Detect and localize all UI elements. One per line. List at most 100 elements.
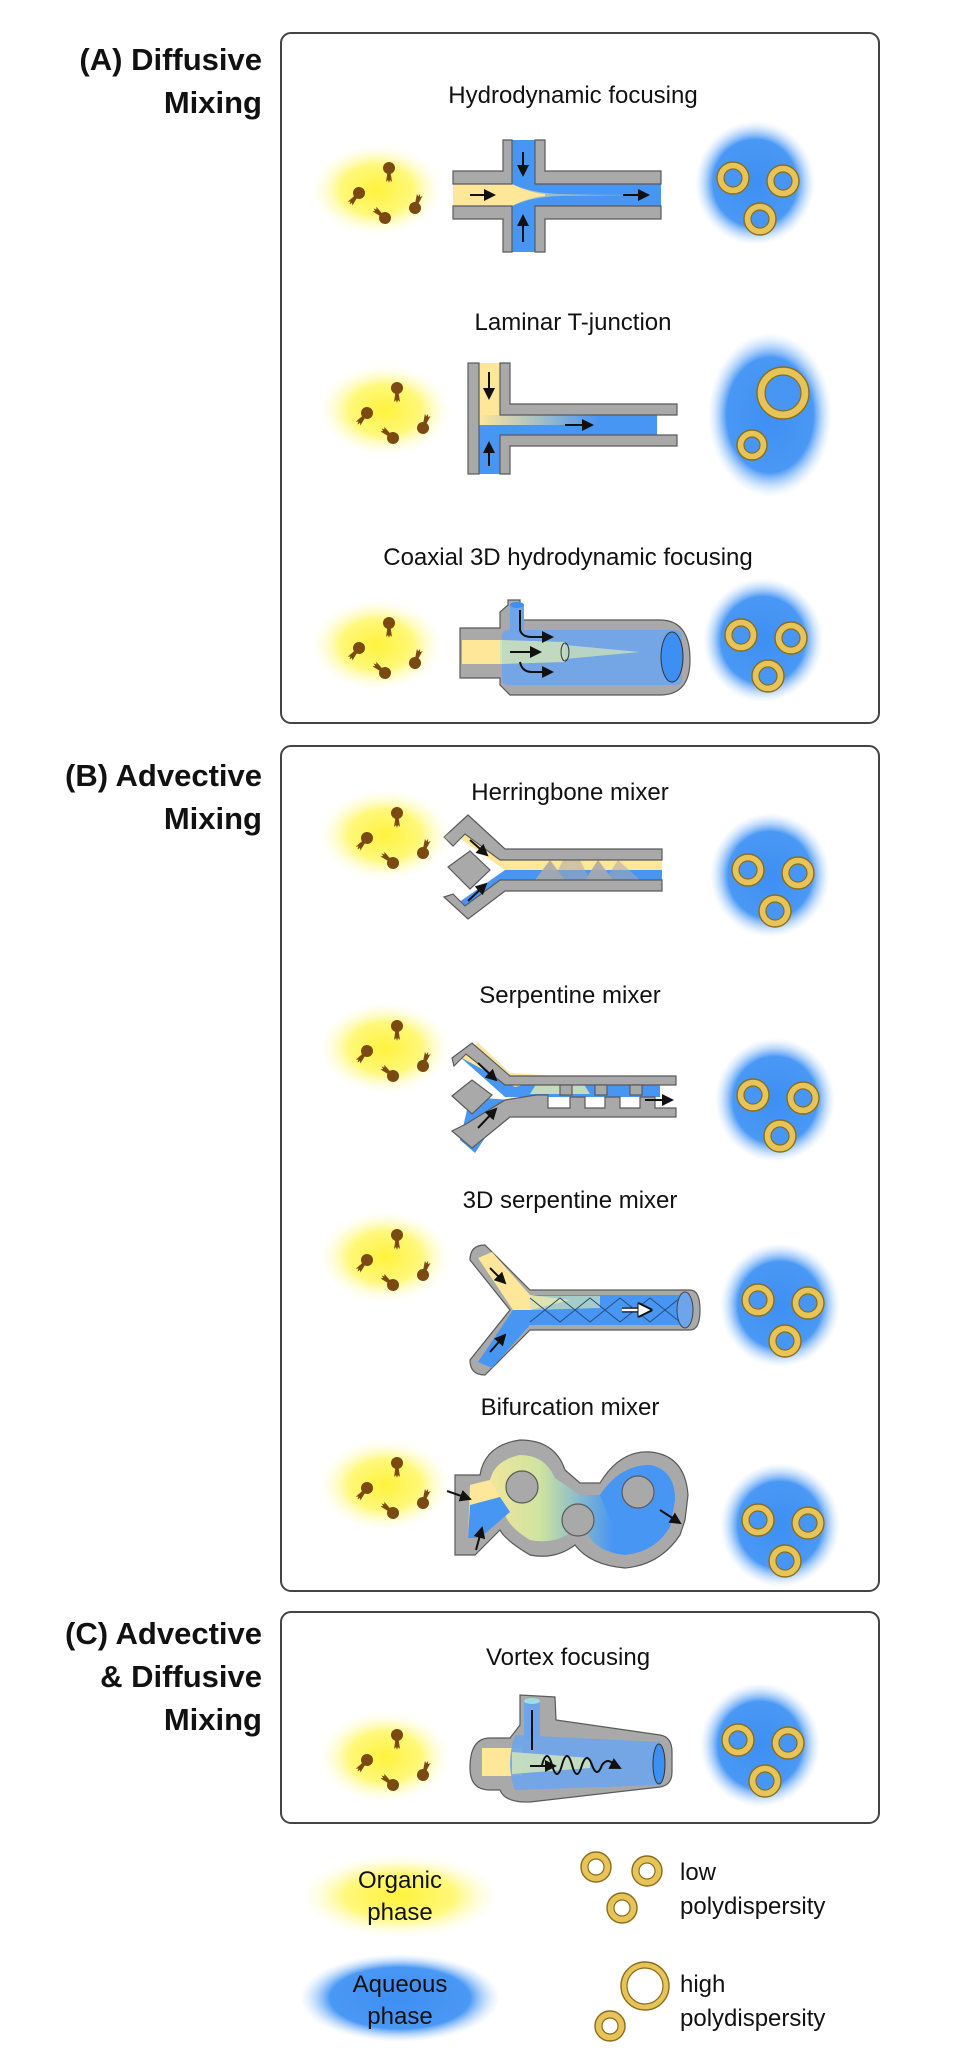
- lipid-icon: [391, 807, 403, 828]
- section-c-label-line3: Mixing: [164, 1702, 262, 1737]
- method-title-vortex-focusing: Vortex focusing: [486, 1644, 650, 1671]
- aqueous-phase-blob: [700, 1683, 820, 1807]
- vesicle-icon: [736, 1078, 770, 1112]
- vesicle-icon: [791, 1506, 825, 1540]
- vesicle-icon: [786, 1081, 820, 1115]
- lipid-icon: [347, 642, 365, 661]
- method-title-serpentine: Serpentine mixer: [479, 982, 660, 1009]
- legend-organic-swatch: [300, 1854, 500, 1938]
- method-illustration: [319, 1211, 840, 1367]
- aqueous-phase-blob: [710, 813, 830, 937]
- vesicle-icon: [756, 366, 810, 420]
- vesicle-icon: [606, 1892, 638, 1924]
- method-illustration: [319, 333, 832, 497]
- method-illustration: [319, 1683, 820, 1807]
- vesicle-icon: [774, 621, 808, 655]
- method-title-laminar-t-junction: Laminar T-junction: [475, 309, 672, 336]
- vesicle-icon: [741, 1283, 775, 1317]
- vesicle-icon: [741, 1503, 775, 1537]
- vesicle-icon: [620, 1961, 670, 2011]
- method-illustration: [319, 1439, 840, 1587]
- legend-low-line2: polydispersity: [680, 1893, 825, 1920]
- vesicle-icon: [743, 202, 777, 236]
- aqueous-phase-blob: [720, 1243, 840, 1367]
- vesicle-icon: [766, 164, 800, 198]
- legend-high-line2: polydispersity: [680, 2005, 825, 2032]
- vesicle-icon: [748, 1764, 782, 1798]
- vesicle-icon: [724, 618, 758, 652]
- lipid-icon: [391, 1020, 403, 1041]
- method-illustration: [311, 121, 815, 245]
- lipid-icon: [380, 1064, 399, 1082]
- lipid-icon: [391, 1729, 403, 1750]
- lipid-icon: [417, 1051, 431, 1072]
- lipid-icon: [417, 838, 431, 859]
- aqueous-phase-blob: [703, 578, 823, 702]
- chip-herringbone: [442, 814, 663, 920]
- method-illustration: [319, 1002, 835, 1162]
- lipid-icon: [355, 1254, 373, 1273]
- chip-hydrodynamic-focusing: [452, 139, 662, 253]
- lipid-icon: [380, 1773, 399, 1791]
- lipid-icon: [355, 1482, 373, 1501]
- organic-phase-blob: [319, 1211, 451, 1303]
- lipid-icon: [417, 1260, 431, 1281]
- lipid-icon: [383, 617, 395, 638]
- vesicle-icon: [758, 894, 792, 928]
- section-a-label-line2: Mixing: [164, 85, 262, 120]
- lipid-icon: [347, 187, 365, 206]
- lipid-icon: [417, 1488, 431, 1509]
- lipid-icon: [409, 193, 423, 214]
- chip-bifurcation: [446, 1439, 689, 1569]
- lipid-icon: [355, 1045, 373, 1064]
- legend-aqueous-swatch: [300, 1954, 500, 2042]
- lipid-icon: [391, 382, 403, 403]
- vesicle-icon: [721, 1723, 755, 1757]
- chip-serpentine: [450, 1042, 677, 1153]
- vesicle-icon: [731, 853, 765, 887]
- lipid-icon: [380, 426, 399, 444]
- lipid-icon: [372, 661, 391, 679]
- chip-coaxial-3d: [459, 599, 691, 696]
- vesicle-icon: [594, 2010, 626, 2042]
- organic-phase-blob: [319, 1711, 451, 1803]
- method-title-herringbone: Herringbone mixer: [471, 779, 668, 806]
- lipid-icon: [355, 832, 373, 851]
- lipid-icon: [391, 1457, 403, 1478]
- vesicle-icon: [763, 1119, 797, 1153]
- lipid-icon: [355, 407, 373, 426]
- aqueous-phase-blob: [720, 1463, 840, 1587]
- method-title-bifurcation: Bifurcation mixer: [481, 1394, 660, 1421]
- organic-phase-blob: [311, 144, 443, 236]
- section-c-label-line2: & Diffusive: [100, 1659, 262, 1694]
- lipid-icon: [380, 1501, 399, 1519]
- legend-organic-line2: phase: [367, 1899, 432, 1926]
- lipid-icon: [417, 1760, 431, 1781]
- legend-high-line1: high: [680, 1971, 725, 1998]
- legend: Organic phase Aqueous phase low polydisp…: [300, 1851, 825, 2042]
- legend-high-polydispersity-icon: [594, 1961, 670, 2042]
- vesicle-icon: [768, 1544, 802, 1578]
- vesicle-icon: [631, 1855, 663, 1887]
- legend-low-polydispersity-icon: [580, 1851, 663, 1924]
- organic-phase-blob: [319, 1002, 451, 1094]
- legend-low-line1: low: [680, 1859, 717, 1886]
- lipid-icon: [380, 1273, 399, 1291]
- vesicle-icon: [791, 1286, 825, 1320]
- section-c-label-line1: (C) Advective: [65, 1616, 262, 1651]
- chip-3d-serpentine: [469, 1244, 701, 1376]
- organic-phase-blob: [311, 599, 443, 691]
- lipid-icon: [391, 1229, 403, 1250]
- lipid-icon: [380, 851, 399, 869]
- aqueous-phase-blob: [695, 121, 815, 245]
- lipid-icon: [417, 413, 431, 434]
- legend-organic-line1: Organic: [358, 1867, 442, 1894]
- vesicle-icon: [716, 161, 750, 195]
- lipid-icon: [383, 162, 395, 183]
- section-a-label-line1: (A) Diffusive: [79, 42, 262, 77]
- lipid-icon: [409, 648, 423, 669]
- vesicle-icon: [768, 1324, 802, 1358]
- phase-illustrations: [311, 121, 840, 1807]
- method-title-3d-serpentine: 3D serpentine mixer: [463, 1187, 678, 1214]
